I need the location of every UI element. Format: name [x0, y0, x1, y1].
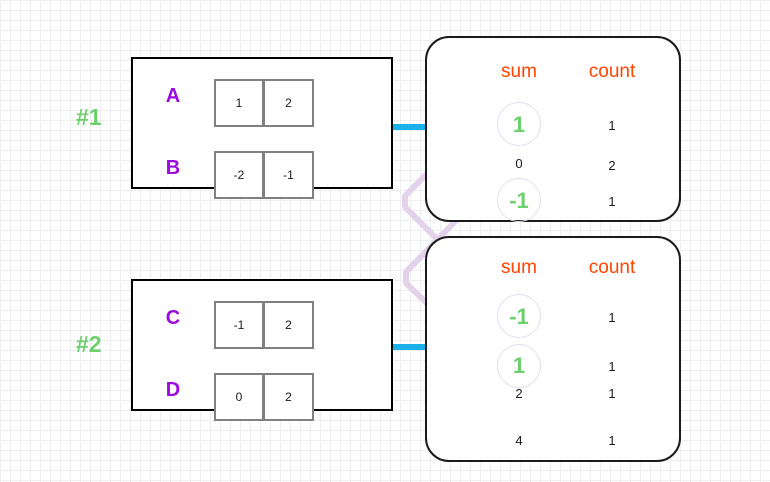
- input-cell-C-1: 2: [264, 301, 314, 349]
- input-pair-B[interactable]: -2 -1: [214, 151, 314, 199]
- input-pair-A[interactable]: 1 2: [214, 79, 314, 127]
- panel-2-count-row-3: 1: [608, 433, 616, 448]
- panel-2-sum-row-3: 4: [515, 433, 523, 448]
- panel-2-count-row-0: 1: [608, 310, 616, 325]
- panel-1-count-row-1: 2: [608, 158, 616, 173]
- input-cell-C-0: -1: [214, 301, 264, 349]
- panel-1-sum-row-0: 1: [512, 112, 526, 137]
- input-cell-A-1: 2: [264, 79, 314, 127]
- panel-2-header-count: count: [588, 257, 636, 278]
- input-pair-C[interactable]: -1 2: [214, 301, 314, 349]
- panel-1-highlight-circle-row-2: [497, 178, 541, 222]
- input-cell-A-0: 1: [214, 79, 264, 127]
- panel-1-highlight-circle-row-0: [497, 102, 541, 146]
- input-pair-D[interactable]: 0 2: [214, 373, 314, 421]
- panel-2-highlight-circle-row-1: [497, 344, 541, 388]
- input-row-label-C: C: [165, 307, 181, 329]
- input-cell-D-1: 2: [264, 373, 314, 421]
- input-cell-B-0: -2: [214, 151, 264, 199]
- panel-2-highlight-circle-row-0: [497, 294, 541, 338]
- panel-1-header-count: count: [588, 61, 636, 82]
- reducer-panel-1[interactable]: sum count 1 1 0 2 -1 1: [425, 36, 681, 222]
- input-row-label-A: A: [165, 85, 181, 107]
- partition-box-2[interactable]: C -1 2 D 0 2: [131, 279, 393, 421]
- panel-1-sum-row-1: 0: [515, 156, 523, 171]
- panel-1-header-sum: sum: [501, 61, 537, 82]
- partition-box-1[interactable]: A 1 2 B -2 -1: [131, 57, 393, 199]
- group-label-1: #1: [76, 104, 102, 130]
- input-row-label-D: D: [165, 379, 181, 401]
- input-row-label-B: B: [165, 157, 181, 179]
- reducer-panel-2[interactable]: sum count -1 1 1 1 2 1 4 1: [425, 236, 681, 462]
- panel-1-count-row-0: 1: [608, 118, 616, 133]
- group-label-2: #2: [76, 331, 102, 357]
- panel-2-sum-row-1: 1: [512, 353, 526, 378]
- panel-2-count-row-1: 1: [608, 359, 616, 374]
- panel-2-count-row-2: 1: [608, 386, 616, 401]
- panel-1-count-row-2: 1: [608, 194, 616, 209]
- panel-2-header-sum: sum: [501, 257, 537, 278]
- panel-2-sum-row-0: -1: [509, 304, 529, 329]
- panel-2-sum-row-2: 2: [515, 386, 523, 401]
- panel-1-sum-row-2: -1: [509, 188, 529, 213]
- input-cell-D-0: 0: [214, 373, 264, 421]
- input-cell-B-1: -1: [264, 151, 314, 199]
